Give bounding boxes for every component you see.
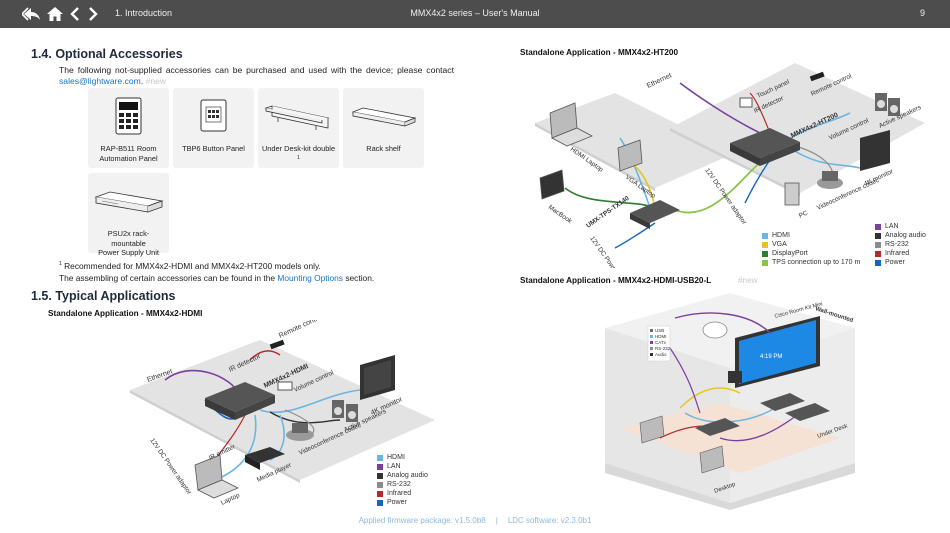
app-hdmi-title: Standalone Application - MMX4x2-HDMI — [48, 309, 203, 318]
svg-text:12V DC Power adaptor: 12V DC Power adaptor — [588, 235, 633, 268]
home-icon[interactable] — [46, 6, 64, 22]
legend-item: LAN — [875, 222, 926, 231]
chevron-left-icon[interactable] — [68, 6, 82, 22]
svg-text:HDMI: HDMI — [655, 334, 667, 339]
legend-item: Analog audio — [377, 471, 428, 480]
legend-item: HDMI — [377, 453, 428, 462]
ldc-version: LDC software: v2.3.0b1 — [507, 516, 592, 525]
svg-text:Audio: Audio — [655, 352, 667, 357]
svg-text:4:19 PM: 4:19 PM — [760, 354, 782, 360]
svg-text:CATx: CATx — [655, 340, 667, 345]
svg-text:Ethernet: Ethernet — [646, 72, 673, 90]
app-ht200-legend-right: LAN Analog audio RS-232 Infrared Power — [875, 222, 926, 267]
svg-text:USB: USB — [655, 328, 664, 333]
footer: Applied firmware package: v1.5.0b8|LDC s… — [358, 516, 592, 525]
power-supply-unit-icon — [94, 191, 164, 213]
legend-item: VGA — [762, 240, 860, 249]
legend-item: Infrared — [377, 489, 428, 498]
sales-email-link[interactable]: sales@lightware.com — [59, 76, 141, 86]
legend-item: Power — [875, 258, 926, 267]
page-number: 9 — [919, 8, 925, 18]
legend-item: LAN — [377, 462, 428, 471]
app-usb-title: Standalone Application - MMX4x2-HDMI-USB… — [520, 276, 712, 285]
svg-text:PC: PC — [798, 210, 809, 220]
legend-item: Power — [377, 498, 428, 507]
chevron-right-icon[interactable] — [86, 6, 100, 22]
top-bar: 1. Introduction MMX4x2 series – User's M… — [0, 0, 950, 28]
app-ht200-title: Standalone Application - MMX4x2-HT200 — [520, 48, 679, 57]
legend-item: HDMI — [762, 231, 860, 240]
firmware-version: Applied firmware package: v1.5.0b8 — [358, 516, 486, 525]
legend-item: TPS connection up to 170 m — [762, 258, 860, 267]
svg-text:RS-232: RS-232 — [655, 346, 671, 351]
svg-text:IR emitter: IR emitter — [208, 443, 237, 462]
accessory-rack-shelf: Rack shelf — [343, 88, 424, 168]
room-automation-panel-icon — [115, 97, 142, 135]
document-title: MMX4x2 series – User's Manual — [410, 8, 540, 18]
chapter-link[interactable]: 1. Introduction — [115, 8, 173, 18]
svg-text:Remote control: Remote control — [278, 320, 324, 340]
accessory-under-desk-kit: Under Desk-kit double 1 — [258, 88, 339, 168]
app-usb-diagram: 4:19 PM USB HDMI CATx RS-232 Audio Wall-… — [605, 293, 855, 510]
back-all-icon[interactable] — [22, 6, 42, 22]
svg-text:12V DC Power adaptor: 12V DC Power adaptor — [703, 167, 748, 226]
nav-icons — [22, 4, 100, 24]
section-title-optional-accessories: 1.4. Optional Accessories — [31, 47, 183, 61]
section-title-typical-applications: 1.5. Typical Applications — [31, 289, 176, 303]
rack-shelf-icon — [351, 107, 417, 127]
svg-text:12V DC Power adaptor: 12V DC Power adaptor — [148, 437, 193, 496]
assembling-note: The assembling of certain accessories ca… — [59, 273, 375, 283]
footnote: 1 Recommended for MMX4x2-HDMI and MMX4x2… — [59, 261, 321, 271]
legend-item: Analog audio — [875, 231, 926, 240]
legend-item: Infrared — [875, 249, 926, 258]
legend-item: RS-232 — [377, 480, 428, 489]
app-ht200-legend-left: HDMI VGA DisplayPort TPS connection up t… — [762, 231, 860, 267]
new-tag: #new — [145, 76, 167, 86]
app-hdmi-diagram: Ethernet IR detector Remote control MMX4… — [130, 320, 435, 507]
legend-item: RS-232 — [875, 240, 926, 249]
button-panel-icon — [200, 99, 227, 132]
app-ht200-diagram: Ethernet Touch panel IR detector Remote … — [535, 63, 925, 268]
accessories-intro: The following not-supplied accessories c… — [59, 65, 454, 86]
under-desk-kit-icon — [264, 105, 330, 130]
legend-item: DisplayPort — [762, 249, 860, 258]
app-hdmi-legend: HDMI LAN Analog audio RS-232 Infrared Po… — [377, 453, 428, 508]
app-usb-new-tag: #new — [738, 276, 758, 285]
mounting-options-link[interactable]: Mounting Options — [277, 273, 343, 283]
accessory-tbp6: TBP6 Button Panel — [173, 88, 254, 168]
svg-text:MacBook: MacBook — [547, 204, 574, 226]
